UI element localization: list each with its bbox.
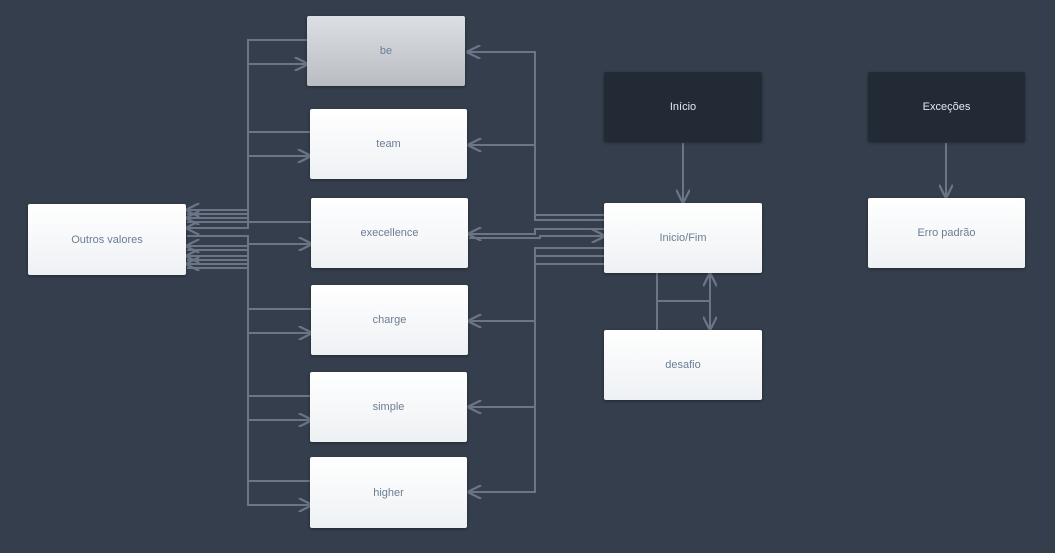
node-erro-padrao[interactable]: Erro padrão — [868, 198, 1025, 268]
node-erro-padrao-label: Erro padrão — [917, 227, 976, 239]
node-outros-valores-label: Outros valores — [71, 233, 143, 246]
node-excecoes-label: Exceções — [922, 101, 971, 113]
edges-outros-to-values — [187, 39, 311, 505]
edge-iniciofim-to-desafio-up — [656, 273, 710, 302]
node-desafio-label: desafio — [665, 359, 701, 371]
node-charge[interactable]: charge — [311, 285, 468, 355]
node-inicio-fim-label: Inicio/Fim — [659, 232, 707, 244]
node-excecoes[interactable]: Exceções — [868, 72, 1025, 142]
node-execellence-label: execellence — [360, 227, 419, 239]
edges-iniciofim-to-values — [468, 52, 604, 492]
node-inicio-label: Início — [669, 101, 697, 113]
node-inicio-fim[interactable]: Inicio/Fim — [604, 203, 762, 273]
node-charge-label: charge — [372, 314, 407, 326]
node-execellence[interactable]: execellence — [311, 198, 468, 268]
node-outros-valores[interactable]: Outros valores — [28, 204, 186, 275]
node-be-label: be — [379, 45, 393, 57]
node-inicio[interactable]: Início — [604, 72, 762, 142]
node-higher-label: higher — [373, 486, 404, 499]
node-simple[interactable]: simple — [310, 372, 467, 442]
node-higher[interactable]: higher — [310, 457, 467, 528]
node-be[interactable]: be — [307, 16, 465, 86]
node-desafio[interactable]: desafio — [604, 330, 762, 400]
node-simple-label: simple — [372, 401, 405, 413]
node-team[interactable]: team — [310, 109, 467, 179]
node-team-label: team — [376, 138, 401, 150]
